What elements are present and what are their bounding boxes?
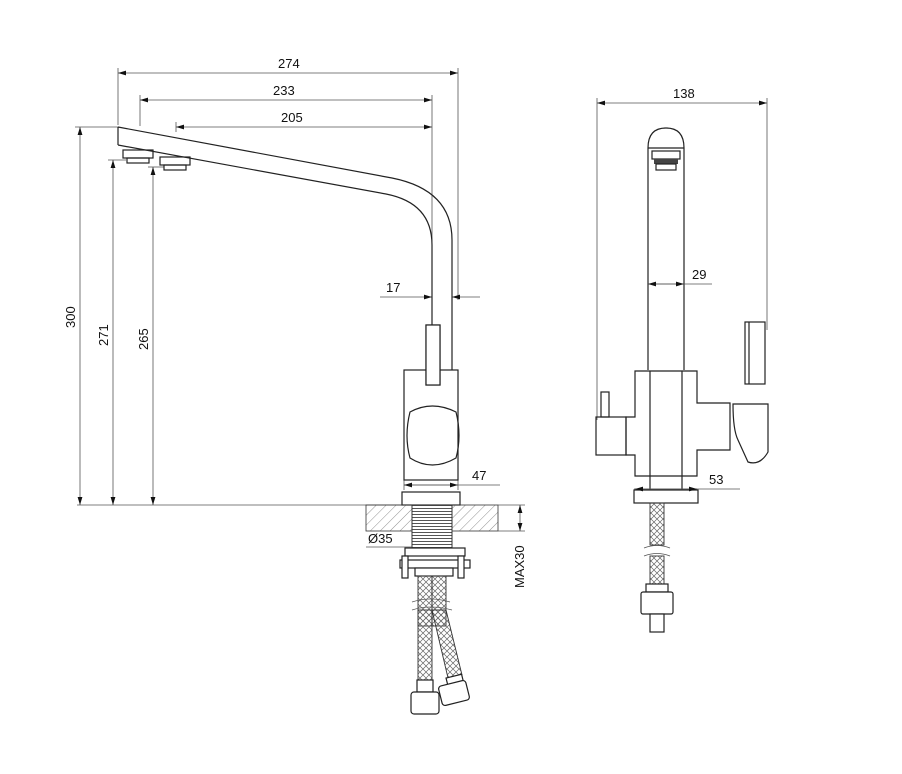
nut (414, 567, 454, 577)
side-knob (595, 416, 627, 456)
aerator-1 (122, 149, 154, 159)
front-hose-upper (649, 502, 665, 546)
dim-overall-height: 300 (63, 306, 78, 328)
break-line (411, 598, 453, 611)
mounting-stud-right (457, 555, 465, 579)
dim-shank-diameter: Ø35 (368, 531, 393, 546)
mounting-stud-left (401, 555, 409, 579)
washer (404, 547, 466, 557)
hose-left-lower (417, 609, 433, 681)
front-break-line (643, 545, 671, 557)
extension-lines (75, 68, 459, 490)
counter-section-right (451, 504, 499, 532)
side-knob-stem (600, 391, 610, 418)
dim-overall-width: 138 (673, 86, 695, 101)
faucet-body (403, 369, 459, 481)
side-view: 274 233 205 17 47 300 271 265 (63, 56, 527, 715)
front-nut (640, 591, 674, 615)
filter-lever (744, 321, 766, 385)
dim-max-counter-thickness: MAX30 (512, 545, 527, 588)
counter-section-left (365, 504, 413, 532)
front-spout (647, 127, 685, 370)
spout (117, 126, 453, 370)
aerator-front (651, 150, 681, 160)
hose-right-nut (438, 679, 470, 707)
dim-spout-width: 29 (692, 267, 706, 282)
aerator-2-tip (163, 164, 187, 171)
front-fitting (645, 583, 669, 593)
aerator-2 (159, 156, 191, 166)
front-hose-lower (649, 555, 665, 585)
lever-handle-front (425, 324, 441, 386)
aerator-tip (655, 163, 677, 171)
dim-outlet-height-1: 271 (96, 324, 111, 346)
dim-overall-length: 274 (278, 56, 300, 71)
front-view: 138 29 53 (595, 86, 769, 633)
hose-right-lower (431, 609, 463, 679)
hose-left-nut (410, 691, 440, 715)
front-base-plate (633, 489, 699, 504)
aerator-1-tip (126, 157, 150, 164)
base-plate (401, 491, 461, 506)
cartridge-dome (406, 405, 460, 466)
dim-base-width: 53 (709, 472, 723, 487)
hose-left-fitting (416, 679, 434, 693)
front-body (625, 370, 731, 477)
dim-spout-thickness: 17 (386, 280, 400, 295)
threaded-shank (411, 504, 453, 551)
dim-spout-reach-inner: 205 (281, 110, 303, 125)
front-stud (649, 613, 665, 633)
dim-body-width: 47 (472, 468, 486, 483)
dim-spout-reach-outer: 233 (273, 83, 295, 98)
filter-valve (732, 403, 769, 464)
aerator-mesh (654, 159, 678, 164)
dim-outlet-height-2: 265 (136, 328, 151, 350)
